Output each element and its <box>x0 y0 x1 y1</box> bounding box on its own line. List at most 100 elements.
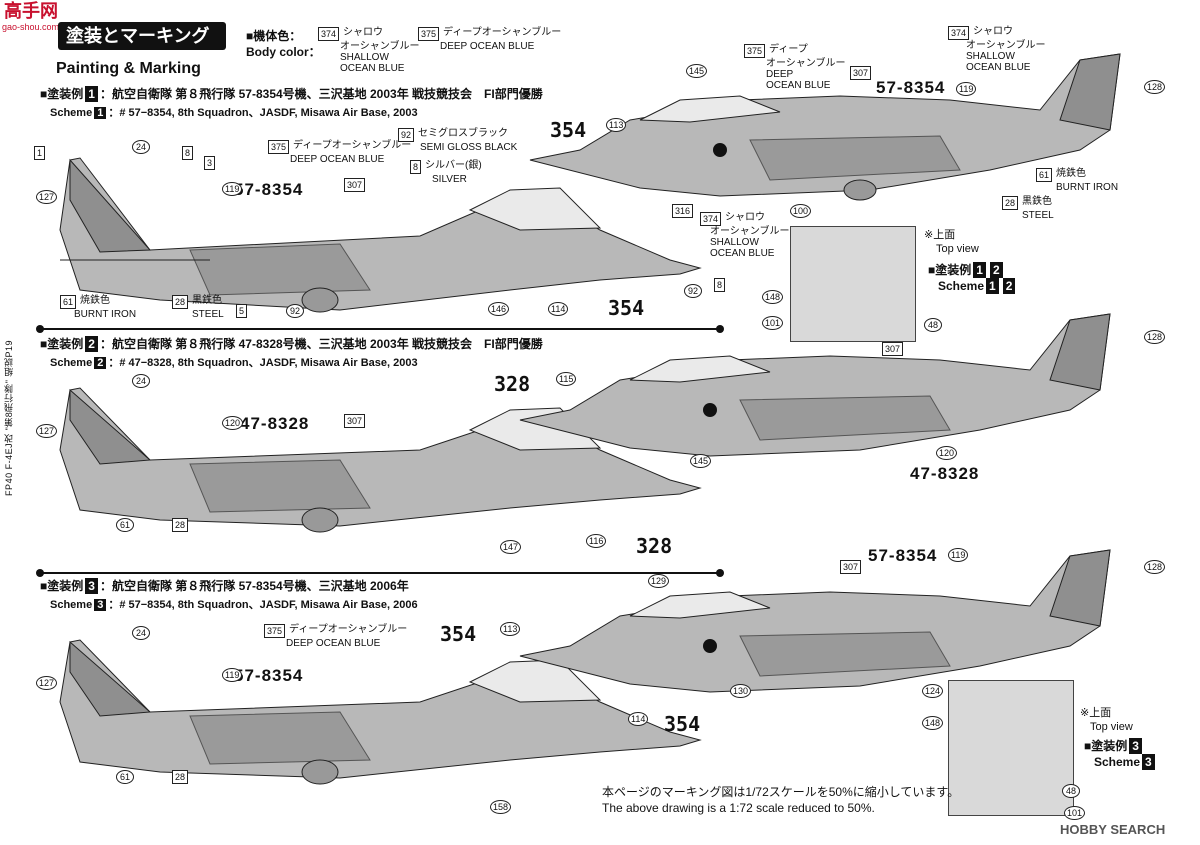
callout-120-s2: 120 <box>936 446 958 460</box>
callout-307-s3: 307 <box>840 560 862 574</box>
callout-147: 147 <box>500 540 522 554</box>
callout-114: 114 <box>548 302 569 316</box>
callout-101: 101 <box>762 316 784 330</box>
scheme-1-right-serial: 57-8354 <box>876 78 946 97</box>
callout-113-s3: 113 <box>500 622 521 636</box>
scheme-2-right-serial: 47-8328 <box>910 464 980 483</box>
callout-116: 116 <box>586 534 607 548</box>
divider-1-dot-right <box>716 325 724 333</box>
callout-3: 3 <box>204 156 216 170</box>
body-color-label: ■機体色： Body color： <box>246 29 321 59</box>
callout-148-s3: 148 <box>922 716 944 730</box>
callout-5: 5 <box>236 304 248 318</box>
scheme-3-side-code: 354 <box>664 712 701 736</box>
callout-146: 146 <box>488 302 510 316</box>
side-caption: FP40 F-4EJ改 "第8飛行隊" 組説P19 <box>4 340 14 496</box>
scheme-1-right-code: 354 <box>550 118 587 142</box>
divider-2-dot-right <box>716 569 724 577</box>
callout-24-s2: 24 <box>132 374 150 388</box>
callout-28-s3: 28 <box>172 770 189 784</box>
callout-145: 145 <box>686 64 708 78</box>
callout-92b: 92 <box>684 284 702 298</box>
callout-119b: 119 <box>956 82 977 96</box>
callout-24-s3: 24 <box>132 626 150 640</box>
watermark-logo: 高手网 <box>4 1 58 21</box>
callout-119: 119 <box>222 182 243 196</box>
callout-1: 1 <box>34 146 46 160</box>
callout-28-s2: 28 <box>172 518 189 532</box>
callout-48: 48 <box>924 318 942 332</box>
callout-114-s3: 114 <box>628 712 649 726</box>
page-title: 塗装とマーキング <box>58 22 226 50</box>
scheme-2-side-serial: 47-8328 <box>240 414 310 433</box>
scheme-1-side-view <box>59 157 702 313</box>
callout-307b: 307 <box>850 66 872 80</box>
callout-48-s3: 48 <box>1062 784 1080 798</box>
callout-145-s2: 145 <box>690 454 712 468</box>
callout-129: 129 <box>648 574 670 588</box>
callout-120: 120 <box>222 416 244 430</box>
scheme-1-right-view <box>529 53 1121 201</box>
callout-101-s3: 101 <box>1064 806 1086 820</box>
scheme-3-right-serial: 57-8354 <box>868 546 938 565</box>
callout-61-s2: 61 <box>116 518 134 532</box>
divider-2-dot-left <box>36 569 44 577</box>
watermark-url: gao-shou.com <box>2 22 60 32</box>
scheme-2-right-view <box>519 313 1111 457</box>
callout-115: 115 <box>556 372 577 386</box>
scheme-2-right-code: 328 <box>494 372 531 396</box>
divider-1-dot-left <box>36 325 44 333</box>
callout-307: 307 <box>344 178 366 192</box>
scheme-3-right-code: 354 <box>440 622 477 646</box>
callout-158: 158 <box>490 800 512 814</box>
callout-113: 113 <box>606 118 627 132</box>
scheme-3-right-view <box>519 549 1111 693</box>
top-view-inset-1 <box>790 226 916 342</box>
callout-119-s3r: 119 <box>948 548 969 562</box>
callout-316: 316 <box>672 204 694 218</box>
callout-24: 24 <box>132 140 150 154</box>
callout-100: 100 <box>790 204 812 218</box>
callout-61-s3: 61 <box>116 770 134 784</box>
callout-8b: 8 <box>714 278 726 292</box>
divider-2 <box>40 572 720 574</box>
callout-128: 128 <box>1144 80 1166 94</box>
scheme-1-side-serial: 57-8354 <box>234 180 304 199</box>
callout-130: 130 <box>730 684 752 698</box>
scale-note: 本ページのマーキング図は1/72スケールを50%に縮小しています。 The ab… <box>602 785 960 815</box>
footer-brand: HOBBY SEARCH <box>1060 822 1166 837</box>
scheme-2-side-code: 328 <box>636 534 673 558</box>
callout-307-s2r: 307 <box>882 342 904 356</box>
callout-127: 127 <box>36 190 58 204</box>
callout-119-s3: 119 <box>222 668 243 682</box>
divider-1 <box>40 328 720 330</box>
callout-128-s3: 128 <box>1144 560 1166 574</box>
scheme-1-side-code: 354 <box>608 296 645 320</box>
callout-128-s2: 128 <box>1144 330 1166 344</box>
callout-8: 8 <box>182 146 194 160</box>
scheme-3-side-serial: 57-8354 <box>234 666 304 685</box>
page-subtitle: Painting & Marking <box>56 60 201 77</box>
